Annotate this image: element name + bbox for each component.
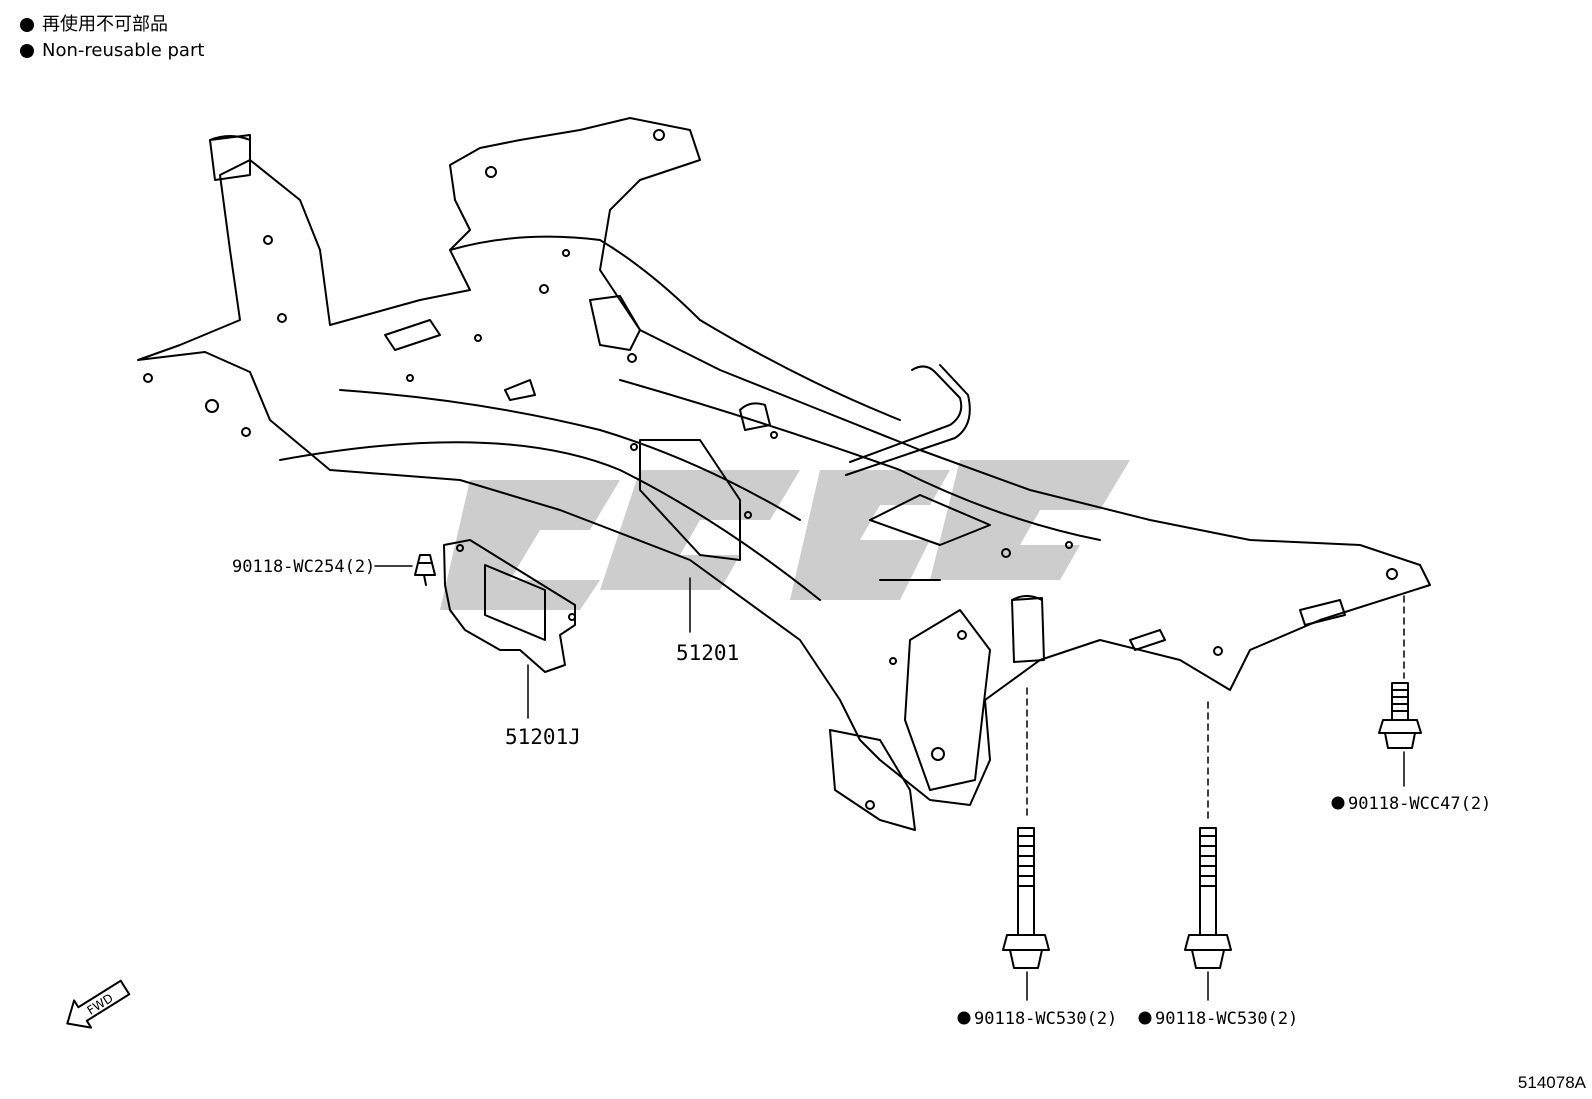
- callout-clip: 90118-WC254(2): [232, 557, 375, 577]
- fwd-arrow-icon: FWD: [66, 979, 131, 1029]
- legend-text-en: Non-reusable part: [42, 40, 205, 61]
- non-reusable-dot-icon: [1138, 1011, 1152, 1025]
- callout-bolt-left: 90118-WC530(2): [974, 1009, 1117, 1029]
- callout-bolt-right: 90118-WC530(2): [1155, 1009, 1298, 1029]
- leader-lines: [374, 565, 1405, 1001]
- install-guide-lines: [1026, 595, 1405, 819]
- legend: 再使用不可部品 Non-reusable part: [20, 12, 204, 64]
- diagram-code: 514078A: [1517, 1073, 1586, 1092]
- non-reusable-dot-icon: [957, 1011, 971, 1025]
- crossmember-plate: [443, 539, 576, 673]
- legend-row-jp: 再使用不可部品: [20, 12, 204, 38]
- legend-text-jp: 再使用不可部品: [42, 14, 168, 35]
- callout-bolt-rear-right: 90118-WCC47(2): [1348, 794, 1491, 814]
- callout-crossmember: 51201: [676, 641, 739, 665]
- non-reusable-dot-icon: [20, 18, 34, 32]
- non-reusable-dot-icon: [1331, 796, 1345, 810]
- front-suspension-crossmember: [137, 117, 1431, 831]
- legend-row-en: Non-reusable part: [20, 38, 204, 64]
- bolt-left: [1002, 827, 1050, 969]
- watermark-logo: [440, 460, 1130, 610]
- non-reusable-dot-icon: [20, 44, 34, 58]
- callout-plate: 51201J: [505, 725, 581, 749]
- clip-fastener: [414, 554, 436, 586]
- bolt-right: [1184, 827, 1232, 969]
- bolt-rear-right: [1378, 682, 1422, 749]
